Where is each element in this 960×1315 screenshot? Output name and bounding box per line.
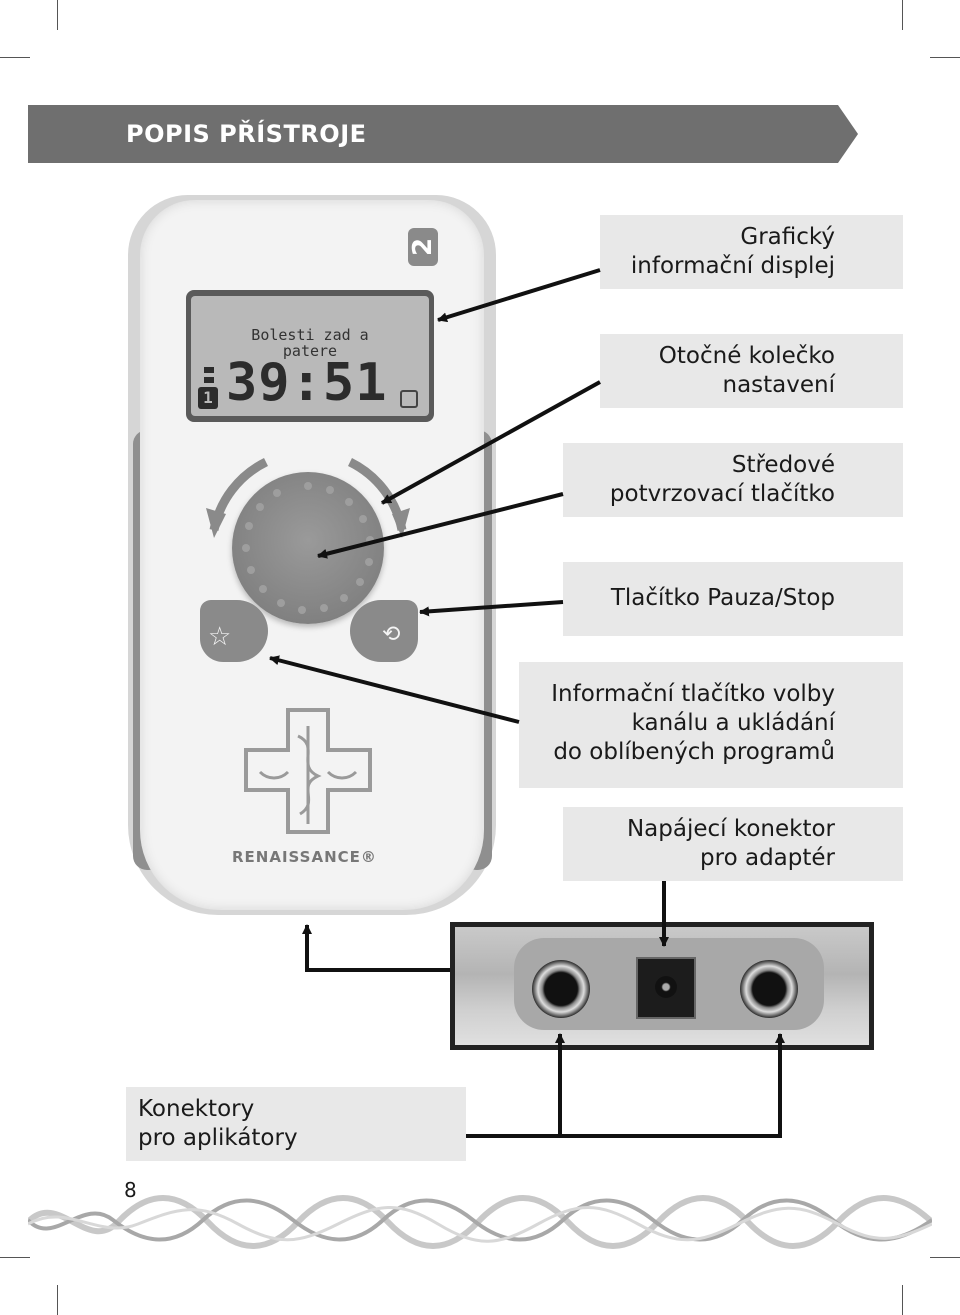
display-line-2: patere <box>282 342 338 360</box>
arrow-info-button <box>269 655 520 724</box>
label-display-line-1: Grafický <box>740 224 835 250</box>
arrow-connector-to-device <box>302 924 450 972</box>
section-title: POPIS PŘÍSTROJE <box>126 120 367 148</box>
applicator-jack-left[interactable] <box>532 960 590 1018</box>
label-display: Grafický informační displej <box>600 215 903 289</box>
applicator-jack-right[interactable] <box>740 960 798 1018</box>
label-pause-button-line-1: Tlačítko Pauza/Stop <box>610 585 835 611</box>
display-line-1: Bolesti zad a <box>251 326 369 344</box>
display-status-icon <box>400 390 418 408</box>
label-power-connector: Napájecí konektor pro adaptér <box>563 807 903 881</box>
rotation-arrows-icon <box>206 457 410 538</box>
power-jack[interactable] <box>636 957 696 1019</box>
label-applicator-connectors-line-2: pro aplikátory <box>138 1125 298 1151</box>
channel-bar-icon <box>204 377 214 383</box>
crop-mark <box>930 57 960 58</box>
label-display-line-2: informační displej <box>630 253 835 279</box>
arrow-pause-button <box>419 600 564 617</box>
label-center-button: Středové potvrzovací tlačítko <box>563 443 903 517</box>
info-favorites-button[interactable]: ☆ <box>200 600 268 662</box>
decorative-wave <box>28 1195 932 1249</box>
brand-logo: RENAISSANCE® <box>232 848 377 866</box>
label-power-connector-line-1: Napájecí konektor <box>626 816 835 842</box>
graphic-display <box>191 296 429 416</box>
wheel-grip-dots <box>242 482 374 614</box>
label-info-button: Informační tlačítko volby kanálu a uklád… <box>519 662 903 788</box>
crop-mark <box>0 1257 30 1258</box>
crop-mark <box>902 1285 903 1315</box>
power-jack-pin <box>655 976 677 998</box>
arrow-center-button <box>317 492 564 559</box>
setting-wheel[interactable] <box>232 472 384 624</box>
page-number: 8 <box>124 1178 137 1202</box>
arrow-applicator-right <box>466 1033 785 1138</box>
arrow-wheel <box>381 380 601 505</box>
pause-stop-button[interactable]: ⟲ <box>350 600 418 662</box>
pause-stop-icon: ⟲ <box>382 622 401 647</box>
arrow-display <box>437 268 601 323</box>
crop-mark <box>902 0 903 30</box>
label-pause-button: Tlačítko Pauza/Stop <box>563 562 903 636</box>
label-info-button-line-1: Informační tlačítko volby <box>551 681 835 707</box>
crop-mark <box>930 1257 960 1258</box>
label-center-button-line-1: Středové <box>731 452 835 478</box>
label-power-connector-line-2: pro adaptér <box>700 845 835 871</box>
section-banner <box>28 105 858 163</box>
display-channel: 1 <box>198 387 218 409</box>
medical-cross-logo-icon <box>244 708 372 834</box>
star-icon: ☆ <box>208 622 232 652</box>
display-time: 39:51 <box>226 353 388 413</box>
label-info-button-line-2: kanálu a ukládání <box>631 710 835 736</box>
label-center-button-line-2: potvrzovací tlačítko <box>609 481 835 507</box>
label-info-button-line-3: do oblíbených programů <box>553 739 835 765</box>
label-wheel-line-1: Otočné kolečko <box>658 343 835 369</box>
crop-mark <box>0 57 30 58</box>
label-wheel-line-2: nastavení <box>722 372 836 398</box>
crop-mark <box>57 0 58 30</box>
channel-bar-icon <box>204 367 214 373</box>
label-wheel: Otočné kolečko nastavení <box>600 334 903 408</box>
crop-mark <box>57 1285 58 1315</box>
label-applicator-connectors-line-1: Konektory <box>138 1096 255 1122</box>
label-applicator-connectors: Konektory pro aplikátory <box>126 1087 466 1161</box>
